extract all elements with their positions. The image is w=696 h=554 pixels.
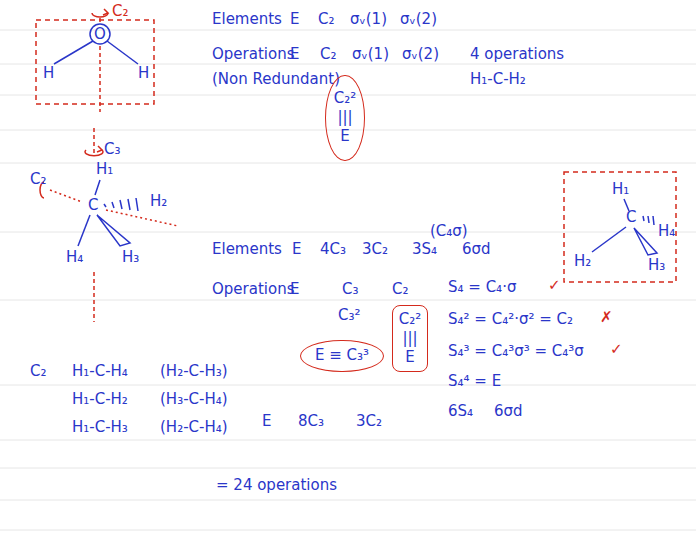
note: H₁-C-H₂ [470,70,526,88]
atom-label: C [88,196,98,214]
atom-label: H [43,64,54,82]
total: = 24 operations [216,476,337,494]
row-heading: Operations [212,45,294,63]
symmetry-element: C₂ [318,10,335,28]
symmetry-operation: σᵥ(1) [352,45,389,63]
equation: S₄² = C₄²·σ² = C₂ [448,310,573,328]
equation: S₄³ = C₄³σ³ = C₄³σ [448,342,584,360]
symmetry-element: σᵥ(2) [400,10,437,28]
atom-pair: (H₃-C-H₄) [160,390,228,408]
symmetry-operation: σᵥ(2) [402,45,439,63]
note: (Non Redundant) [212,70,340,88]
symmetry-operation: C₃² [338,306,361,324]
node-text: E [405,348,414,367]
highlight-circle: E ≡ C₃³ [300,340,385,373]
axis-label: C₂ [30,170,47,188]
note: 4 operations [470,45,564,63]
node-text: E ≡ C₃³ [315,346,369,365]
atom-label: H₃ [648,256,665,274]
axis-label: C₂ [112,2,129,20]
atom-pair: H₁-C-H₂ [72,390,128,408]
atom-pair: H₁-C-H₃ [72,418,128,436]
equation: S₄⁴ = E [448,372,501,390]
atom-label: C [626,208,636,226]
atom-label: H₁ [612,180,629,198]
atom-label: H₁ [96,160,113,178]
atom-label: H₄ [658,222,675,240]
class-count: 6S₄ [448,402,473,420]
note: (C₄σ) [430,222,468,240]
class-count: E [262,412,271,430]
atom-label: H₃ [122,248,139,266]
symmetry-element: E [290,10,299,28]
axis-label: C₃ [104,140,121,158]
node-text: ||| [402,329,417,348]
symmetry-operation: C₂ [392,280,409,298]
row-heading: Elements [212,10,282,28]
symmetry-operation: E [290,45,299,63]
symmetry-operation: C₂ [320,45,337,63]
row-heading: Elements [212,240,282,258]
atom-pair: (H₂-C-H₄) [160,418,228,436]
class-count: 8C₃ [298,412,324,430]
atom-label: H [138,64,149,82]
equation: S₄ = C₄·σ [448,278,516,296]
row-heading: Operations [212,280,294,298]
symmetry-element: 3S₄ [412,240,437,258]
node-text: E [340,127,349,146]
symmetry-element: 6σd [462,240,491,258]
atom-pair: (H₂-C-H₃) [160,362,228,380]
atom-label: O [94,25,106,43]
axis-label: C₂ [30,362,47,380]
class-count: 6σd [494,402,523,420]
symmetry-operation: E [290,280,299,298]
symmetry-element: 4C₃ [320,240,346,258]
class-count: 3C₂ [356,412,382,430]
node-text: ||| [337,108,352,127]
atom-label: H₂ [150,192,167,210]
symmetry-element: E [292,240,301,258]
node-text: C₂² [334,89,357,108]
symmetry-element: 3C₂ [362,240,388,258]
cross-mark: ✗ [600,308,613,326]
symmetry-operation: C₃ [342,280,359,298]
check-mark: ✓ [548,276,561,294]
check-mark: ✓ [610,340,623,358]
node-text: C₂² [399,310,422,329]
symmetry-element: σᵥ(1) [350,10,387,28]
atom-pair: H₁-C-H₄ [72,362,128,380]
highlight-circle: C₂²|||E [325,75,365,162]
atom-label: H₄ [66,248,83,266]
atom-label: H₂ [574,252,591,270]
highlight-box: C₂²|||E [392,305,429,372]
